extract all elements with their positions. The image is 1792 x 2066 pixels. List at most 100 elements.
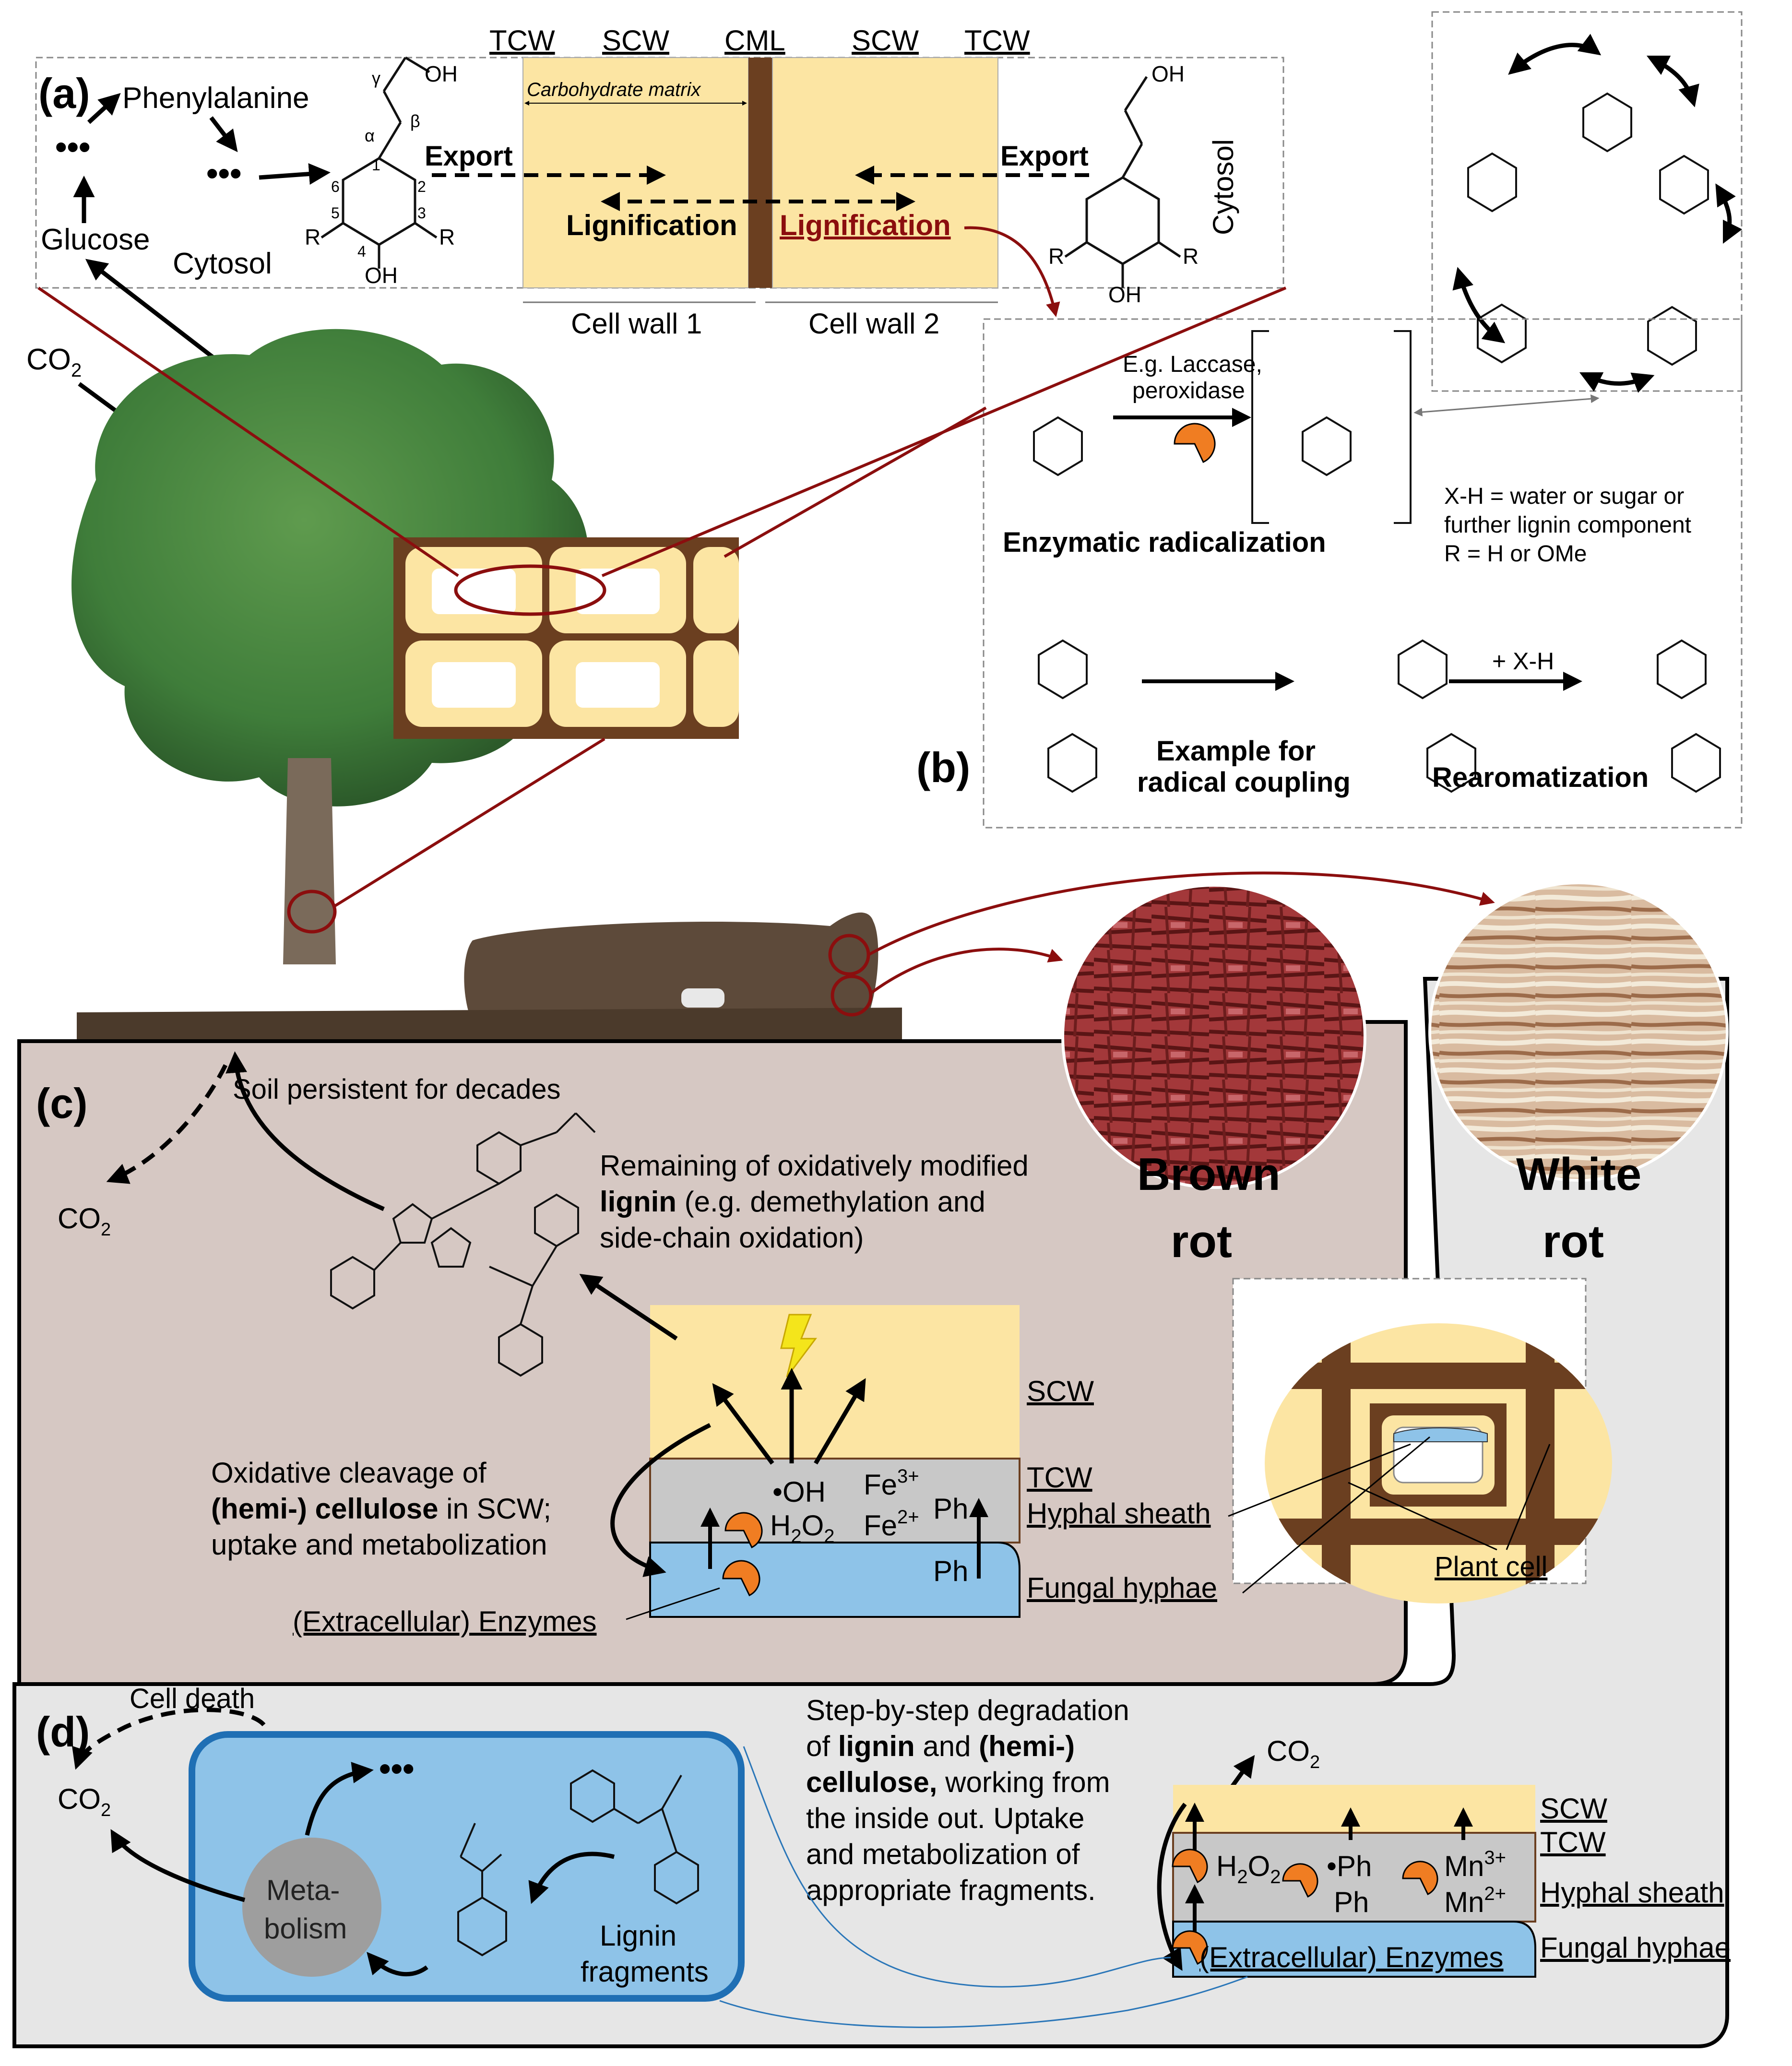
cytosol-right-label: Cytosol [1207,139,1239,235]
ph-top-label: Ph [933,1493,968,1525]
gamma-label: γ [372,68,380,88]
step-line-6: appropriate fragments. [806,1874,1096,1906]
d-scw-label: SCW [1540,1793,1607,1825]
white-rot-photo [1428,881,1729,1182]
zoom-line-b [724,406,987,558]
enzyme-d-icon-2 [1282,1863,1318,1898]
radical-coupling-1: Example for [1156,736,1316,767]
r-left: R [305,225,320,249]
modified-lignin-structure [330,1112,596,1377]
panel-c: (c) Soil persistent for decades CO2 Rema… [36,1051,1281,1638]
enzyme-c-hyphae-icon [722,1560,760,1597]
log-fungus-patch [681,988,724,1008]
layer-cml: CML [724,24,785,57]
step-line-5: and metabolization of [806,1838,1080,1870]
brown-rot-title-1: Brown [1137,1149,1281,1200]
panel-d: (d) Cell death CO2 Meta- bolism ••• Lign… [36,1683,1731,2028]
panel-c-label: (c) [36,1080,88,1127]
c-tcw-label: TCW [1027,1461,1092,1494]
fe3-label: Fe3+ [864,1466,919,1501]
layer-tcw-2: TCW [964,24,1030,57]
dots-d: ••• [379,1750,415,1787]
cell-cross-section-inset [393,537,739,739]
remaining-line-3: side-chain oxidation) [600,1222,864,1254]
inset-pointer-plant-cell-1 [1348,1482,1497,1551]
cytosol-left-label: Cytosol [173,247,272,280]
carbohydrate-matrix-label: Carbohydrate matrix [527,79,701,100]
radical-arrow-3 [814,1378,866,1465]
log-to-white-rot-arrow [867,871,1495,956]
d-hyphal-sheath-label: Hyphal sheath [1540,1876,1724,1909]
enzymatic-radicalization-label: Enzymatic radicalization [1003,527,1326,558]
d-fungal-hyphae-label: Fungal hyphae [1540,1932,1731,1964]
enzymes-c-label: (Extracellular) Enzymes [293,1605,597,1638]
phenylalanine-label: Phenylalanine [122,82,309,115]
arrow-dots-to-monolignol [259,163,331,185]
enzyme-d-icon-4 [1172,1930,1208,1965]
brown-rot-photo [1061,884,1366,1189]
radical-to-resonance-link [1413,394,1600,416]
radical-coupling-2: radical coupling [1137,767,1351,798]
metabolism-label-1: Meta- [266,1874,340,1906]
cell-wall-1-label: Cell wall 1 [571,308,702,340]
metabolism-to-co2-arrow [110,1829,246,1902]
c-scw-layer [650,1305,1020,1459]
mn3-label: Mn3+ [1444,1847,1506,1882]
r-right-right: R [1183,244,1199,269]
co2-c-label: CO2 [58,1202,111,1240]
ketone-product-structure [457,1823,507,1957]
h2o2-c-label: H2O2 [770,1509,835,1547]
zoom-line-a-left [37,286,459,577]
ph-d-label: Ph [1334,1886,1369,1918]
step-line-3: cellulose, working from [806,1766,1110,1798]
d-hyphae-layer [1172,1921,1536,1978]
fragment-link-line-1 [743,1746,1171,1988]
plant-cell-label: Plant cell [1435,1551,1547,1582]
oh-top: OH [425,61,458,86]
enzyme-d-icon-3 [1402,1861,1438,1896]
arrow-dots-to-phe [87,93,121,124]
enzyme-d-icon-1 [1172,1849,1208,1884]
export-left-label: Export [425,141,513,172]
rearomatization-label: Rearomatization [1432,762,1649,793]
oh-radical-label: •OH [772,1476,826,1508]
panel-a-label: (a) [38,70,90,117]
soil-persist-arrow [225,1051,385,1211]
d-tcw-label: TCW [1540,1826,1606,1858]
lignin-fragments-label-2: fragments [581,1956,709,1988]
brown-rot-title-2: rot [1171,1216,1232,1267]
ring-pos-3: 3 [417,204,426,222]
ph-bottom-label: Ph [933,1555,968,1587]
r-right-left: R [1048,244,1064,269]
panel-a: (a) Phenylalanine ••• ••• Glucose Cytoso… [35,24,1284,340]
white-rot-title-1: White [1516,1149,1641,1200]
metabolism-circle [242,1838,381,1977]
ring-pos-2: 2 [417,178,426,195]
co2-d-label: CO2 [58,1783,111,1820]
cell-wall-2-label: Cell wall 2 [808,308,939,340]
resonance-structures-box [1431,11,1743,393]
step-line-2: of lignin and (hemi-) [806,1730,1075,1762]
ring-pos-5: 5 [331,204,340,222]
inset-pointer-plant-cell-2 [1506,1444,1551,1550]
dots-left: ••• [55,128,91,166]
monolignol-left-structure [320,56,438,269]
enzymes-d-label: (Extracellular) Enzymes [1199,1941,1504,1973]
step-line-1: Step-by-step degradation [806,1694,1129,1726]
resonance-arrow-5 [1452,267,1506,344]
layer-scw-2: SCW [852,24,919,57]
panel-d-label: (d) [36,1708,90,1756]
zoom-line-trunk [332,737,605,908]
remaining-line-1: Remaining of oxidatively modified [600,1150,1029,1182]
step-line-4: the inside out. Uptake [806,1802,1084,1834]
fallen-log [464,912,878,1032]
resonance-arrow-2 [1646,55,1699,107]
enzyme-text-1: E.g. Laccase, [1123,352,1262,377]
glucose-export-arrow [85,259,237,376]
co2-d-right-label: CO2 [1267,1735,1320,1772]
glucose-label: Glucose [41,223,150,256]
remaining-line-2: lignin (e.g. demethylation and [600,1186,985,1218]
co2-top-label: CO2 [26,343,82,381]
xh-note-2: further lignin component [1444,512,1691,538]
monolignol-right-structure [1064,76,1181,288]
